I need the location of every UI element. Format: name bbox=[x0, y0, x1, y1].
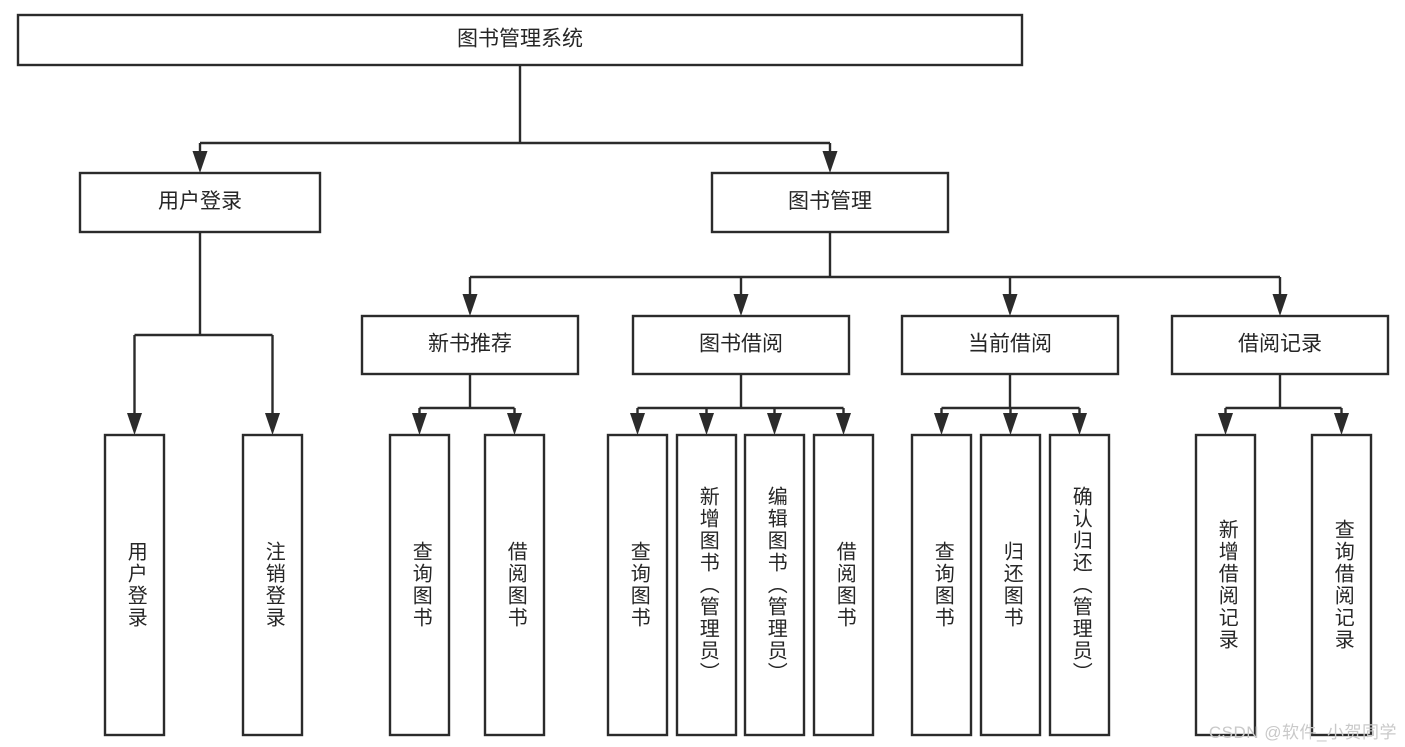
connector-e-nbr-bus bbox=[412, 374, 522, 435]
node-leaf-borrow-book-rec[interactable]: 借阅图书 bbox=[483, 433, 546, 737]
node-box-leaf-edit-book[interactable] bbox=[743, 433, 806, 737]
node-box-leaf-query-record[interactable] bbox=[1310, 433, 1373, 737]
node-label-leaf-query-book-borrow: 查询图书 bbox=[627, 541, 650, 629]
node-leaf-confirm-return[interactable]: 确认归还（管理员） bbox=[1048, 433, 1111, 737]
node-leaf-query-book-borrow[interactable]: 查询图书 bbox=[606, 433, 669, 737]
connector-e-root-bus bbox=[192, 65, 838, 173]
node-box-leaf-return-book[interactable] bbox=[979, 433, 1042, 737]
node-root[interactable]: 图书管理系统 bbox=[16, 13, 1024, 67]
node-label-leaf-query-book-current: 查询图书 bbox=[931, 541, 954, 629]
connector-e-bb-bus bbox=[630, 374, 851, 435]
node-book-manage[interactable]: 图书管理 bbox=[710, 171, 950, 234]
node-label-leaf-user-login: 用户登录 bbox=[124, 541, 147, 629]
node-box-leaf-add-book[interactable] bbox=[675, 433, 738, 737]
connector-e-cb-bus bbox=[934, 374, 1087, 435]
node-leaf-user-login[interactable]: 用户登录 bbox=[103, 433, 166, 737]
node-label-leaf-edit-book: 编辑图书（管理员） bbox=[764, 486, 787, 684]
node-label-borrow-records: 借阅记录 bbox=[1238, 333, 1322, 356]
node-leaf-add-record[interactable]: 新增借阅记录 bbox=[1194, 433, 1257, 737]
node-box-leaf-query-book-current[interactable] bbox=[910, 433, 973, 737]
node-label-leaf-logout: 注销登录 bbox=[262, 541, 285, 629]
node-leaf-query-book-current[interactable]: 查询图书 bbox=[910, 433, 973, 737]
node-label-current-borrow: 当前借阅 bbox=[968, 333, 1052, 356]
node-label-user-login: 用户登录 bbox=[158, 190, 242, 213]
node-layer: 图书管理系统用户登录图书管理新书推荐图书借阅当前借阅借阅记录用户登录注销登录查询… bbox=[16, 13, 1390, 737]
node-label-book-borrow: 图书借阅 bbox=[699, 333, 783, 356]
connector-e-bm-bus bbox=[462, 232, 1288, 316]
node-book-borrow[interactable]: 图书借阅 bbox=[631, 314, 851, 376]
node-box-root[interactable] bbox=[16, 13, 1024, 67]
node-leaf-logout[interactable]: 注销登录 bbox=[241, 433, 304, 737]
node-box-borrow-records[interactable] bbox=[1170, 314, 1390, 376]
connector-e-ul-bus bbox=[127, 232, 280, 435]
node-box-book-manage[interactable] bbox=[710, 171, 950, 234]
connector-layer bbox=[127, 65, 1349, 435]
node-leaf-query-record[interactable]: 查询借阅记录 bbox=[1310, 433, 1373, 737]
node-leaf-borrow-book[interactable]: 借阅图书 bbox=[812, 433, 875, 737]
node-label-new-book-rec: 新书推荐 bbox=[428, 333, 512, 356]
node-box-leaf-query-book-borrow[interactable] bbox=[606, 433, 669, 737]
node-new-book-rec[interactable]: 新书推荐 bbox=[360, 314, 580, 376]
node-box-leaf-borrow-book[interactable] bbox=[812, 433, 875, 737]
node-box-leaf-add-record[interactable] bbox=[1194, 433, 1257, 737]
node-label-book-manage: 图书管理 bbox=[788, 190, 872, 213]
node-label-leaf-return-book: 归还图书 bbox=[1000, 541, 1023, 629]
node-label-leaf-borrow-book-rec: 借阅图书 bbox=[504, 541, 527, 629]
node-label-leaf-add-book: 新增图书（管理员） bbox=[696, 486, 719, 684]
node-label-leaf-add-record: 新增借阅记录 bbox=[1215, 519, 1238, 651]
node-leaf-query-book-rec[interactable]: 查询图书 bbox=[388, 433, 451, 737]
node-label-leaf-query-book-rec: 查询图书 bbox=[409, 541, 432, 629]
node-box-leaf-confirm-return[interactable] bbox=[1048, 433, 1111, 737]
node-box-leaf-user-login[interactable] bbox=[103, 433, 166, 737]
node-label-leaf-confirm-return: 确认归还（管理员） bbox=[1069, 486, 1092, 684]
node-box-leaf-borrow-book-rec[interactable] bbox=[483, 433, 546, 737]
node-leaf-edit-book[interactable]: 编辑图书（管理员） bbox=[743, 433, 806, 737]
node-box-user-login[interactable] bbox=[78, 171, 322, 234]
node-box-book-borrow[interactable] bbox=[631, 314, 851, 376]
node-user-login[interactable]: 用户登录 bbox=[78, 171, 322, 234]
node-label-root: 图书管理系统 bbox=[457, 28, 583, 51]
node-leaf-return-book[interactable]: 归还图书 bbox=[979, 433, 1042, 737]
connector-e-br-bus bbox=[1218, 374, 1349, 435]
node-label-leaf-borrow-book: 借阅图书 bbox=[833, 541, 856, 629]
node-box-leaf-logout[interactable] bbox=[241, 433, 304, 737]
node-leaf-add-book[interactable]: 新增图书（管理员） bbox=[675, 433, 738, 737]
node-current-borrow[interactable]: 当前借阅 bbox=[900, 314, 1120, 376]
node-box-current-borrow[interactable] bbox=[900, 314, 1120, 376]
node-borrow-records[interactable]: 借阅记录 bbox=[1170, 314, 1390, 376]
node-box-leaf-query-book-rec[interactable] bbox=[388, 433, 451, 737]
node-box-new-book-rec[interactable] bbox=[360, 314, 580, 376]
node-label-leaf-query-record: 查询借阅记录 bbox=[1331, 519, 1354, 651]
